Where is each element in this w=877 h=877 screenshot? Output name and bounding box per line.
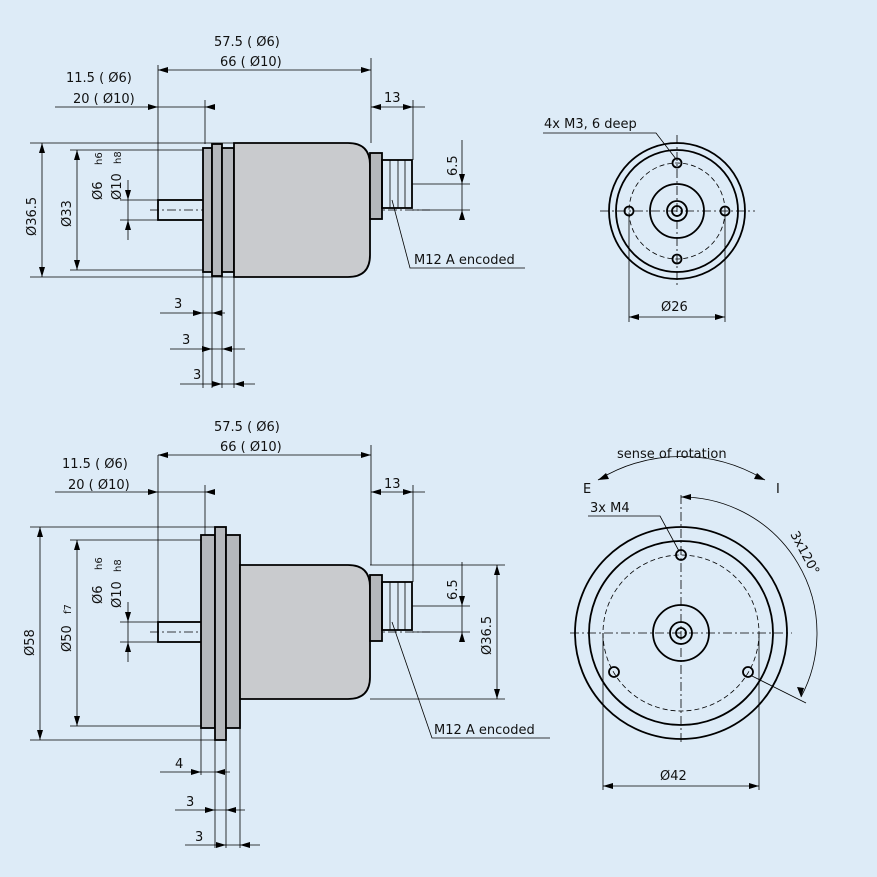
top-side-view bbox=[150, 142, 430, 278]
top-flange-dia: Ø33 bbox=[60, 200, 75, 227]
bottom-step-2: 3 bbox=[186, 795, 194, 810]
bottom-connector-length: 13 bbox=[384, 477, 401, 492]
bottom-rotation-i: I bbox=[776, 482, 780, 497]
bottom-rotation-label: sense of rotation bbox=[617, 447, 727, 462]
top-step-2: 3 bbox=[182, 333, 190, 348]
bottom-shaft-10-tol: h8 bbox=[113, 559, 124, 572]
top-shaft-b: 20 ( Ø10) bbox=[73, 92, 135, 107]
top-connector-label: M12 A encoded bbox=[414, 253, 515, 268]
bottom-connector-label: M12 A encoded bbox=[434, 723, 535, 738]
top-step-1: 3 bbox=[174, 297, 182, 312]
bottom-shaft-10: Ø10 bbox=[110, 581, 125, 608]
bottom-length-a: 57.5 ( Ø6) bbox=[214, 420, 280, 435]
top-shaft-a: 11.5 ( Ø6) bbox=[66, 71, 132, 86]
bottom-step-3: 3 bbox=[195, 830, 203, 845]
top-connector-length: 13 bbox=[384, 91, 401, 106]
top-shaft-6: Ø6 bbox=[91, 181, 106, 200]
bottom-spigot-dia: Ø50 bbox=[60, 625, 75, 652]
bottom-rotation-e: E bbox=[583, 482, 591, 497]
top-body-dia: Ø36.5 bbox=[25, 197, 40, 236]
top-side-dimensions bbox=[30, 58, 525, 388]
bottom-body-dia: Ø36.5 bbox=[480, 616, 495, 655]
bottom-side-labels: 57.5 ( Ø6) 66 ( Ø10) 11.5 ( Ø6) 20 ( Ø10… bbox=[23, 420, 535, 845]
top-connector-height: 6.5 bbox=[446, 155, 461, 176]
bottom-connector-height: 6.5 bbox=[446, 579, 461, 600]
bottom-side-view bbox=[150, 526, 430, 741]
top-front-thread-label: 4x M3, 6 deep bbox=[544, 117, 637, 132]
top-front-view: 4x M3, 6 deep Ø26 bbox=[543, 117, 755, 322]
bottom-front-thread-label: 3x M4 bbox=[590, 501, 630, 516]
top-shaft-6-tol: h6 bbox=[94, 152, 105, 165]
bottom-shaft-6: Ø6 bbox=[91, 585, 106, 604]
top-front-bolt-circle: Ø26 bbox=[661, 300, 688, 315]
top-side-labels: 57.5 ( Ø6) 66 ( Ø10) 11.5 ( Ø6) 20 ( Ø10… bbox=[25, 35, 515, 383]
bottom-step-1: 4 bbox=[175, 757, 183, 772]
bottom-shaft-6-tol: h6 bbox=[94, 557, 105, 570]
bottom-front-bolt-circle: Ø42 bbox=[660, 769, 687, 784]
bottom-front-view: sense of rotation E I 3x M4 3x120° Ø42 bbox=[570, 447, 822, 790]
bottom-spigot-tol: f7 bbox=[63, 604, 74, 614]
top-length-a: 57.5 ( Ø6) bbox=[214, 35, 280, 50]
top-length-b: 66 ( Ø10) bbox=[220, 55, 282, 70]
bottom-front-angle: 3x120° bbox=[786, 529, 821, 578]
bottom-side-dimensions bbox=[30, 445, 550, 848]
bottom-length-b: 66 ( Ø10) bbox=[220, 440, 282, 455]
bottom-shaft-a: 11.5 ( Ø6) bbox=[62, 457, 128, 472]
bottom-shaft-b: 20 ( Ø10) bbox=[68, 478, 130, 493]
bottom-flange-dia: Ø58 bbox=[23, 629, 38, 656]
top-shaft-10-tol: h8 bbox=[113, 151, 124, 164]
top-shaft-10: Ø10 bbox=[110, 173, 125, 200]
top-step-3: 3 bbox=[193, 368, 201, 383]
